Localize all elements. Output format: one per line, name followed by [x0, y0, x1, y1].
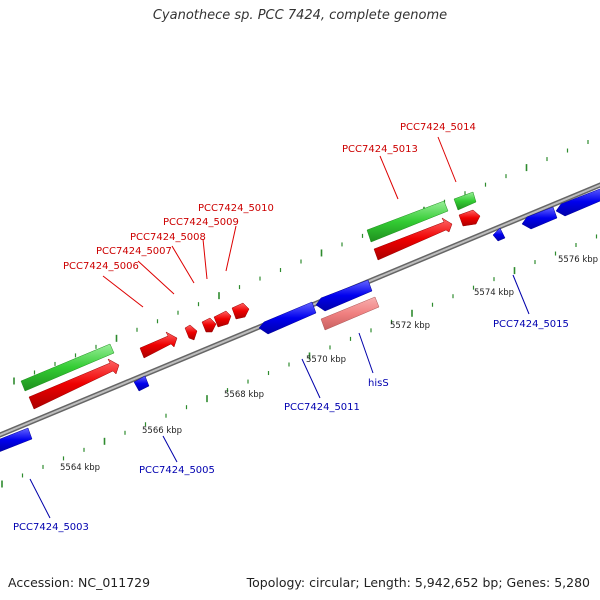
scale-label-5568: 5568 kbp: [224, 390, 264, 400]
gene-arrow-reverse[interactable]: [0, 427, 33, 452]
cds-bar[interactable]: [453, 191, 477, 211]
scale-label-5574: 5574 kbp: [474, 288, 514, 298]
gene-label-pcc7424-5011[interactable]: PCC7424_5011: [284, 402, 360, 413]
cds-bar[interactable]: [20, 343, 115, 392]
gene-label-pcc7424-5006[interactable]: PCC7424_5006: [63, 261, 139, 272]
gene-label-pcc7424-5007[interactable]: PCC7424_5007: [96, 246, 172, 257]
gene-arrow-reverse[interactable]: [133, 375, 150, 392]
gene-arrow-reverse[interactable]: [521, 206, 558, 230]
gene-label-pcc7424-5013[interactable]: PCC7424_5013: [342, 144, 418, 155]
gene-arrow-reverse[interactable]: [315, 279, 373, 312]
tick-row-lower: [1, 234, 598, 488]
accession-text: Accession: NC_011729: [8, 575, 151, 590]
cds-track: [20, 191, 477, 392]
gene-arrow-forward[interactable]: [201, 317, 217, 333]
reverse-gene-labels: PCC7424_5003 PCC7424_5005 PCC7424_5011 h…: [13, 319, 569, 533]
gene-arrow-forward[interactable]: [373, 217, 453, 261]
gene-label-pcc7424-5005[interactable]: PCC7424_5005: [139, 465, 215, 476]
scale-label-5564: 5564 kbp: [60, 463, 100, 473]
gene-label-pcc7424-5015[interactable]: PCC7424_5015: [493, 319, 569, 330]
scale-label-5572: 5572 kbp: [390, 321, 430, 331]
forward-gene-labels: PCC7424_5006 PCC7424_5007 PCC7424_5008 P…: [63, 122, 476, 272]
gene-label-pcc7424-5010[interactable]: PCC7424_5010: [198, 203, 274, 214]
gene-arrow-forward[interactable]: [139, 331, 178, 359]
map-title: Cyanothece sp. PCC 7424, complete genome: [152, 8, 448, 23]
gene-arrow-forward[interactable]: [458, 209, 481, 227]
gene-arrow-forward[interactable]: [213, 310, 232, 328]
gene-label-hisS[interactable]: hisS: [368, 378, 389, 389]
gene-arrow-reverse[interactable]: [555, 187, 600, 217]
scale-label-5566: 5566 kbp: [142, 426, 182, 436]
gene-arrow-forward[interactable]: [184, 324, 198, 341]
gene-label-pcc7424-5009[interactable]: PCC7424_5009: [163, 217, 239, 228]
gene-arrow-forward[interactable]: [28, 358, 120, 410]
forward-genes: [28, 209, 481, 410]
genome-summary-text: Topology: circular; Length: 5,942,652 bp…: [246, 575, 590, 590]
scale-labels: 5564 kbp 5566 kbp 5568 kbp 5570 kbp 5572…: [60, 255, 598, 473]
gene-label-pcc7424-5003[interactable]: PCC7424_5003: [13, 522, 89, 533]
gene-arrow-reverse[interactable]: [258, 301, 317, 335]
forward-leader-lines: [102, 136, 457, 308]
scale-label-5576: 5576 kbp: [558, 255, 598, 265]
gene-label-pcc7424-5008[interactable]: PCC7424_5008: [130, 232, 206, 243]
gene-arrow-reverse[interactable]: [492, 227, 506, 242]
scale-label-5570: 5570 kbp: [306, 355, 346, 365]
gene-arrow-forward[interactable]: [231, 302, 250, 320]
cds-bar[interactable]: [366, 200, 449, 243]
gene-arrow-reverse-hisS[interactable]: [320, 296, 380, 331]
gene-label-pcc7424-5014[interactable]: PCC7424_5014: [400, 122, 476, 133]
reverse-leader-lines: [29, 274, 530, 519]
reverse-genes: [0, 187, 600, 452]
